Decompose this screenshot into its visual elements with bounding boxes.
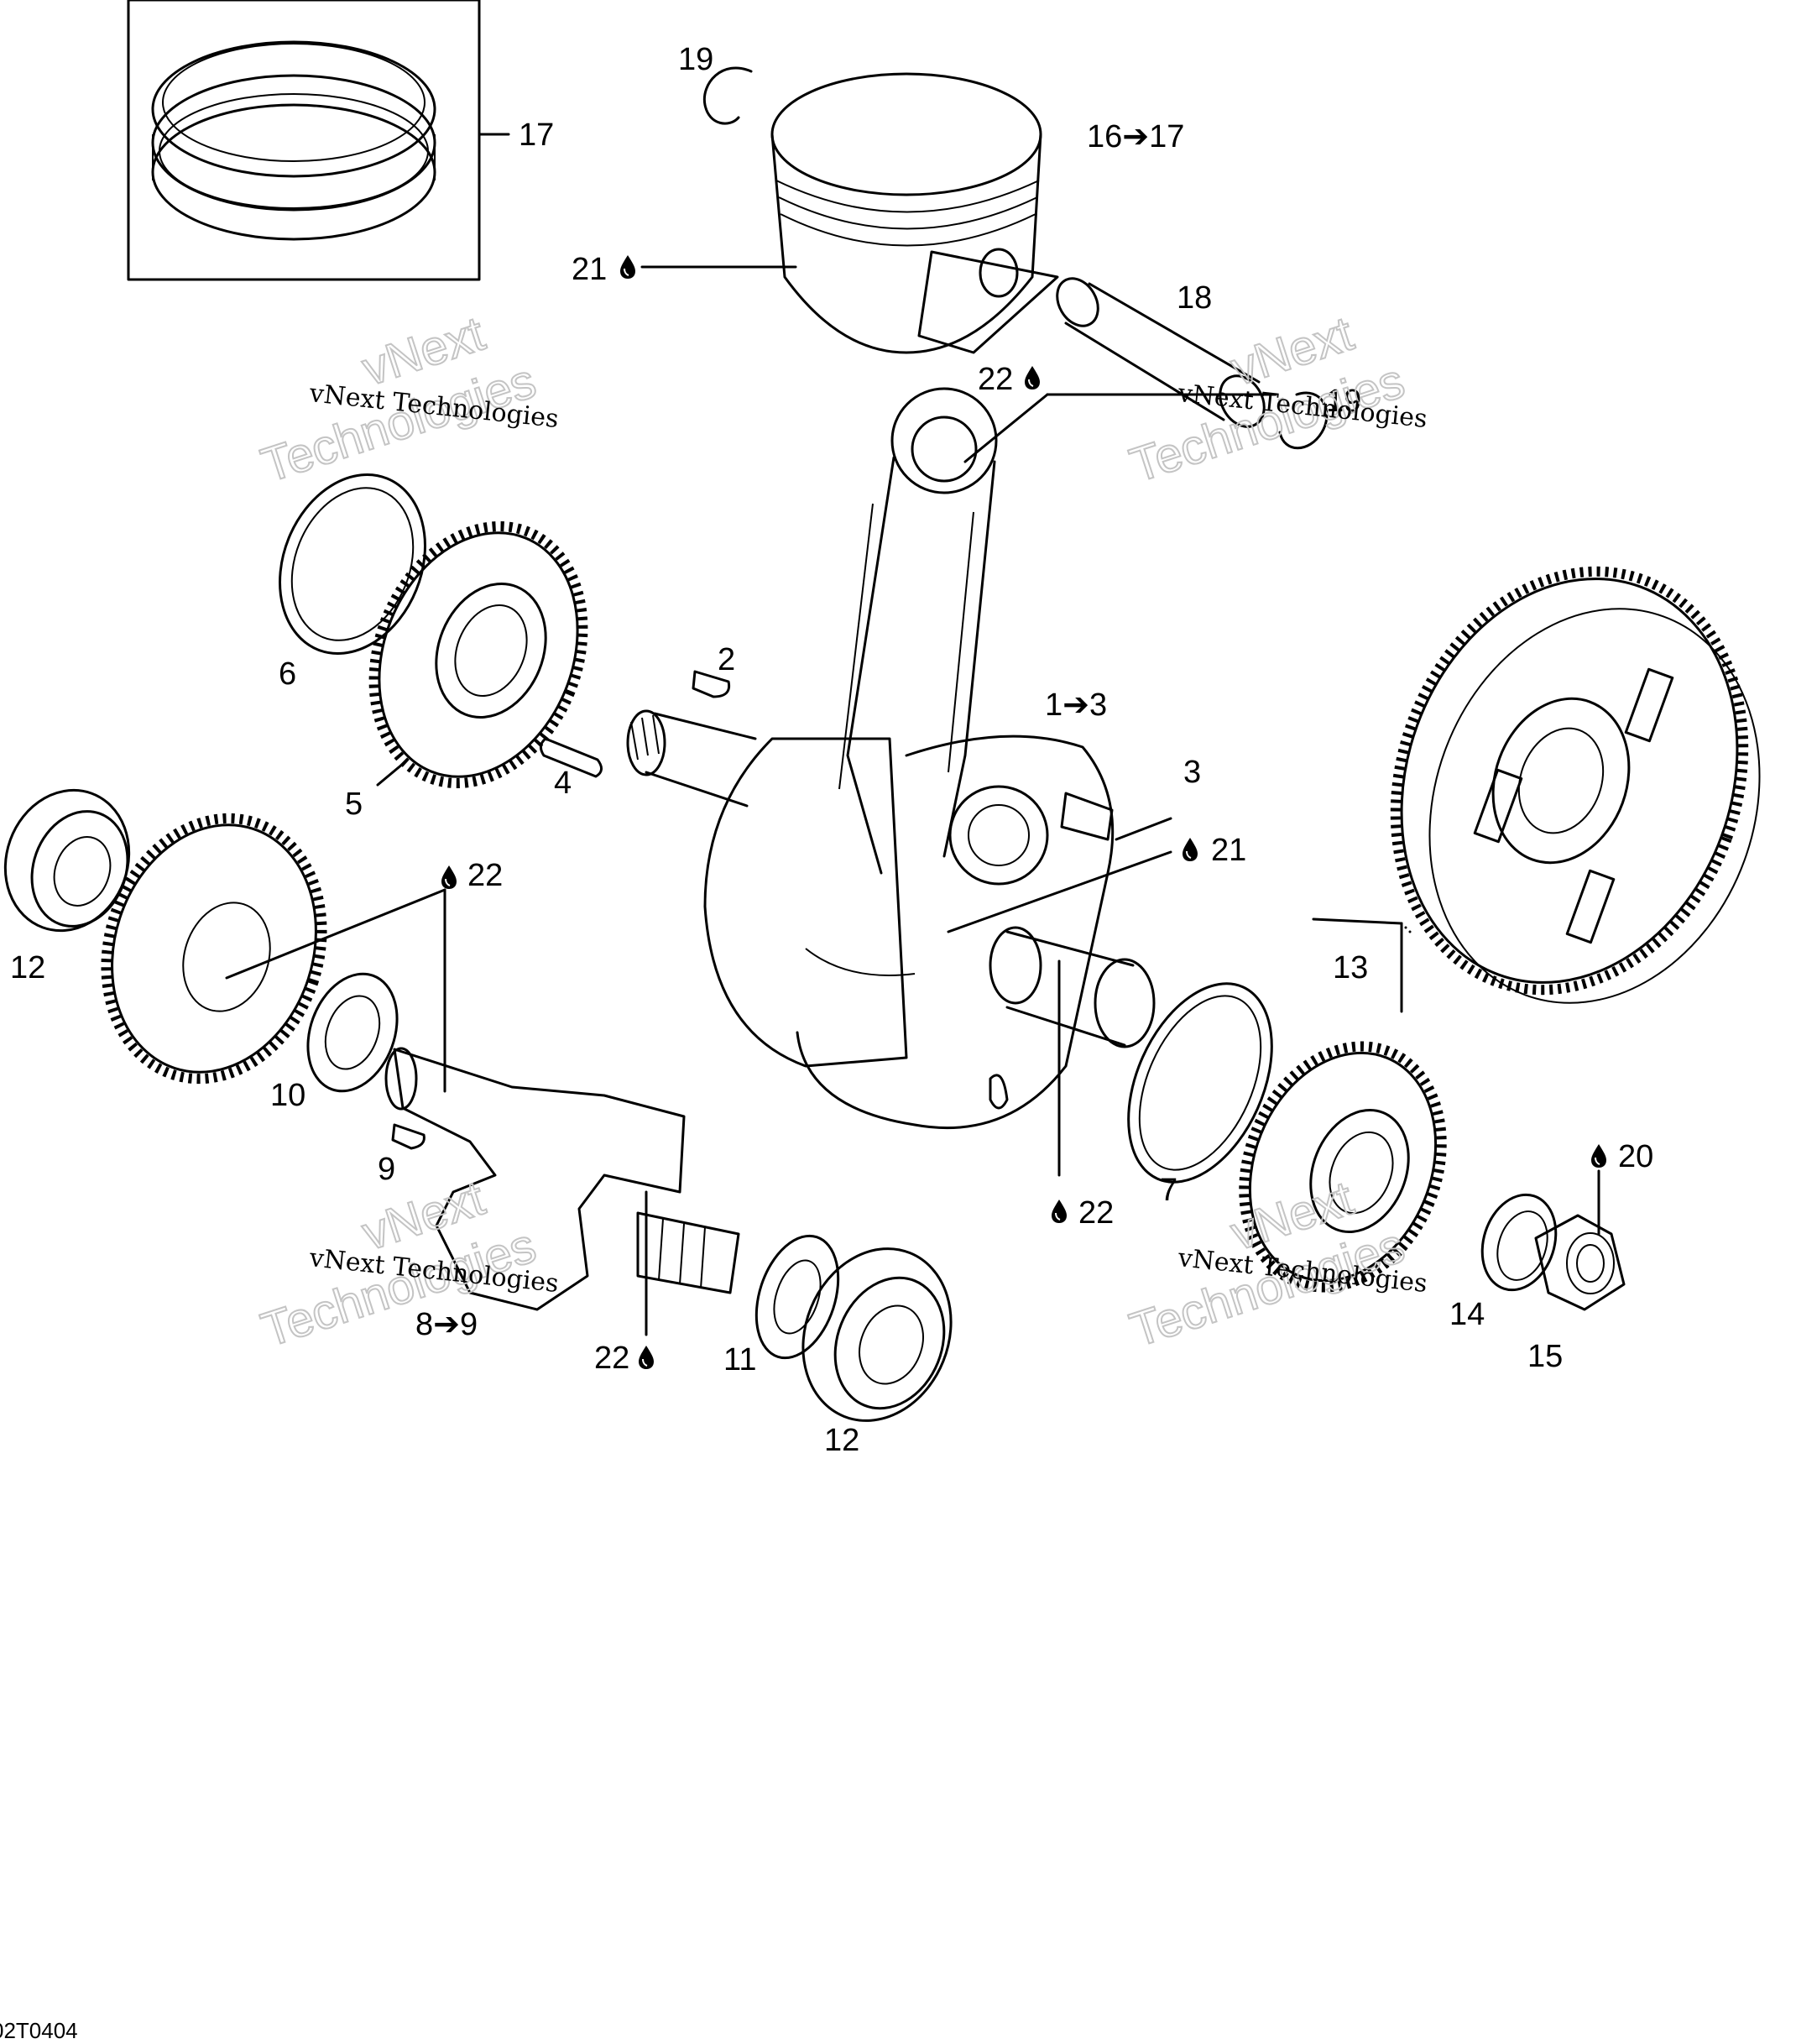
piston-pin-circlip-top bbox=[702, 66, 753, 125]
label-5: 5 bbox=[345, 787, 363, 822]
label-3: 3 bbox=[1183, 755, 1201, 790]
thrust-washer-11 bbox=[754, 1234, 840, 1360]
oil-drop-icon bbox=[1051, 1199, 1068, 1224]
woodruff-key-2 bbox=[692, 670, 731, 698]
piston-ring-set bbox=[127, 0, 481, 281]
label-18: 18 bbox=[1177, 280, 1212, 316]
label-15: 15 bbox=[1527, 1339, 1563, 1374]
thrust-washer-7 bbox=[1127, 982, 1273, 1184]
woodruff-key-9 bbox=[391, 1123, 426, 1150]
label-4: 4 bbox=[554, 766, 572, 801]
balancer-shaft bbox=[384, 1047, 740, 1311]
piston bbox=[770, 72, 1059, 354]
label-13: 13 bbox=[1333, 950, 1368, 985]
oil-drop-icon bbox=[1590, 1143, 1607, 1168]
label-22-pin: 22 bbox=[978, 362, 1013, 397]
label-20: 20 bbox=[1618, 1139, 1653, 1174]
ball-bearing-bottom bbox=[801, 1247, 953, 1422]
part-labels: 17 19 16➔17 21 18 22 19 6 2 1➔3 4 5 3 21… bbox=[10, 42, 1653, 1458]
label-8-9: 8➔9 bbox=[415, 1307, 478, 1342]
label-17-ring-set: 17 bbox=[519, 118, 554, 153]
label-1-3: 1➔3 bbox=[1045, 687, 1107, 723]
label-14: 14 bbox=[1449, 1297, 1485, 1332]
ball-bearing-left bbox=[3, 788, 131, 933]
label-6: 6 bbox=[279, 656, 296, 692]
label-22-balancer: 22 bbox=[594, 1341, 629, 1376]
pin-4 bbox=[540, 737, 603, 778]
balancer-drive-gear bbox=[101, 813, 327, 1085]
leader-lines bbox=[225, 133, 1600, 1336]
label-22-gear: 22 bbox=[467, 858, 503, 893]
thrust-washer-10 bbox=[306, 972, 399, 1093]
primary-drive-gear bbox=[1239, 1041, 1447, 1293]
lock-washer bbox=[1480, 1193, 1558, 1292]
label-11: 11 bbox=[723, 1342, 756, 1377]
watermark-top-left: vNext Technologies vNext Technologies bbox=[254, 306, 560, 494]
label-19-right: 19 bbox=[1326, 384, 1361, 419]
label-12-left: 12 bbox=[10, 950, 45, 985]
label-7: 7 bbox=[1160, 1173, 1177, 1208]
watermark-bottom-left: vNext Technologies vNext Technologies bbox=[254, 1170, 560, 1359]
crankshaft bbox=[626, 709, 1156, 1130]
hex-nut bbox=[1534, 1214, 1626, 1311]
label-10: 10 bbox=[270, 1078, 305, 1113]
label-22-crank: 22 bbox=[1078, 1195, 1114, 1231]
piston-pin-circlip-right bbox=[1278, 391, 1329, 450]
oil-drop-icon bbox=[619, 254, 636, 280]
oil-drop-icon bbox=[1182, 837, 1198, 862]
label-21-crank: 21 bbox=[1211, 833, 1246, 868]
oil-drop-icon bbox=[441, 865, 457, 890]
oil-drop-icon bbox=[1024, 365, 1041, 390]
piston-pin bbox=[1056, 277, 1266, 428]
label-2: 2 bbox=[718, 642, 735, 677]
connecting-rod bbox=[838, 387, 998, 875]
watermark-top-right: vNext Technologies vNext Technologies bbox=[1123, 306, 1428, 494]
label-19-top: 19 bbox=[678, 42, 713, 77]
label-9: 9 bbox=[378, 1152, 395, 1187]
label-12-bottom: 12 bbox=[824, 1423, 859, 1458]
figure-code: 02T0404 bbox=[0, 2018, 78, 2043]
label-21-piston: 21 bbox=[572, 252, 607, 287]
oil-drop-icon bbox=[638, 1345, 655, 1370]
gear-5 bbox=[368, 520, 588, 789]
clutch-housing bbox=[1390, 566, 1761, 1004]
label-16-17: 16➔17 bbox=[1087, 119, 1184, 154]
